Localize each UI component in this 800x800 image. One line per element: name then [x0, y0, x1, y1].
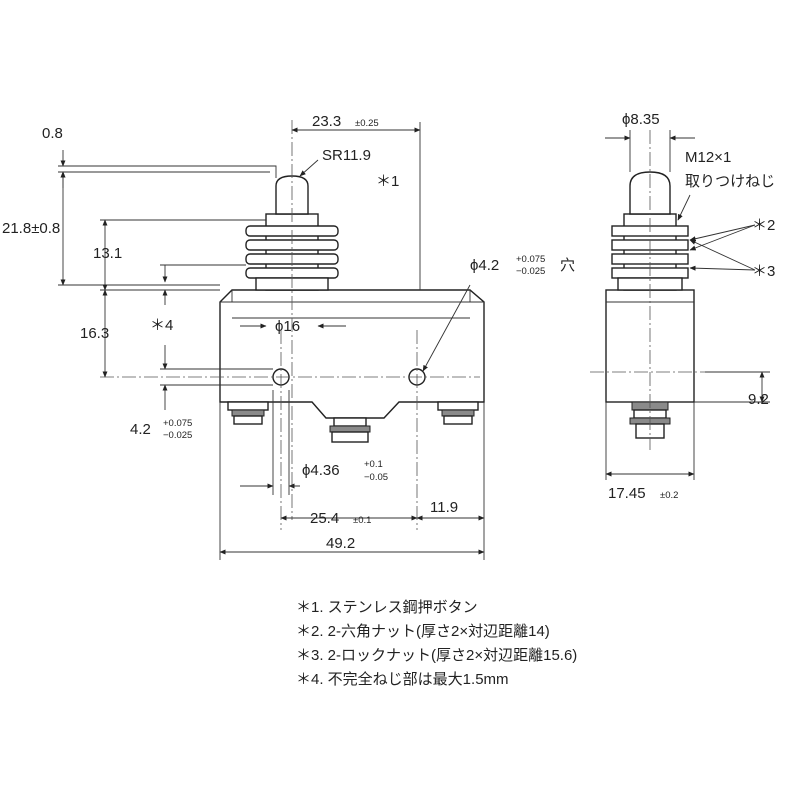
dim-9-2: 9.2: [748, 391, 769, 408]
dim-49-2: 49.2: [326, 535, 355, 552]
note-2: ＊2. 2-六角ナット(厚さ2×対辺距離14): [296, 622, 550, 640]
dim-sr11-9: SR11.9: [322, 147, 371, 164]
dim-4-2-tol-minus: −0.025: [163, 430, 192, 441]
dim-21-8: 21.8±0.8: [2, 220, 60, 237]
note-1: ＊1. ステンレス鋼押ボタン: [296, 599, 478, 616]
terminal-right: [437, 401, 479, 425]
dim-phi4-36-tol-minus: −0.05: [364, 472, 388, 483]
marker-2: ＊2: [752, 217, 775, 234]
note-4: ＊4. 不完全ねじ部は最大1.5mm: [296, 670, 509, 688]
dim-16-3: 16.3: [80, 325, 109, 342]
terminal-left: [227, 401, 269, 425]
plunger: [65, 165, 309, 215]
dim-phi16: ϕ16: [275, 318, 300, 335]
marker-1-front: ＊1: [376, 173, 399, 190]
dim-25-4: 25.4: [310, 510, 339, 527]
dim-m12: M12×1: [685, 149, 731, 166]
switch-body: [219, 289, 485, 419]
terminal-center: [329, 417, 371, 443]
note-3: ＊3. 2-ロックナット(厚さ2×対辺距離15.6): [296, 646, 577, 664]
body-top-edge: [220, 290, 484, 303]
dim-phi4-36-tol-plus: +0.1: [364, 459, 383, 470]
dim-phi4-2-tol-plus: +0.075: [516, 254, 545, 265]
front-view: [58, 120, 485, 560]
side-view: [590, 130, 770, 480]
dim-11-9: 11.9: [430, 499, 458, 516]
dim-phi4-2-suffix: 穴: [560, 257, 575, 274]
dim-25-4-tol: ±0.1: [353, 515, 371, 526]
dim-4-2: 4.2: [130, 421, 151, 438]
dim-0-8: 0.8: [42, 125, 63, 142]
dim-4-2-tol-plus: +0.075: [163, 418, 192, 429]
marker-3: ＊3: [752, 263, 775, 280]
dim-17-45: 17.45: [608, 485, 646, 502]
dim-17-45-tol: ±0.2: [660, 490, 678, 501]
dim-phi8-35: ϕ8.35: [622, 111, 660, 128]
dim-23-3-tol: ±0.25: [355, 118, 379, 129]
dim-13-1: 13.1: [93, 245, 122, 262]
dimension-labels: 0.8 23.3 ±0.25 SR11.9 ＊1 21.8±0.8 13.1 1…: [2, 111, 775, 552]
dim-phi4-2-tol-minus: −0.025: [516, 266, 545, 277]
dim-phi4-36: ϕ4.36: [302, 462, 340, 479]
dim-m12-note: 取りつけねじ: [685, 173, 775, 190]
dim-23-3: 23.3: [312, 113, 341, 130]
dim-phi4-2: ϕ4.2: [470, 257, 499, 274]
notes: ＊1. ステンレス鋼押ボタン ＊2. 2-六角ナット(厚さ2×対辺距離14) ＊…: [296, 599, 577, 688]
marker-4: ＊4: [150, 317, 173, 334]
